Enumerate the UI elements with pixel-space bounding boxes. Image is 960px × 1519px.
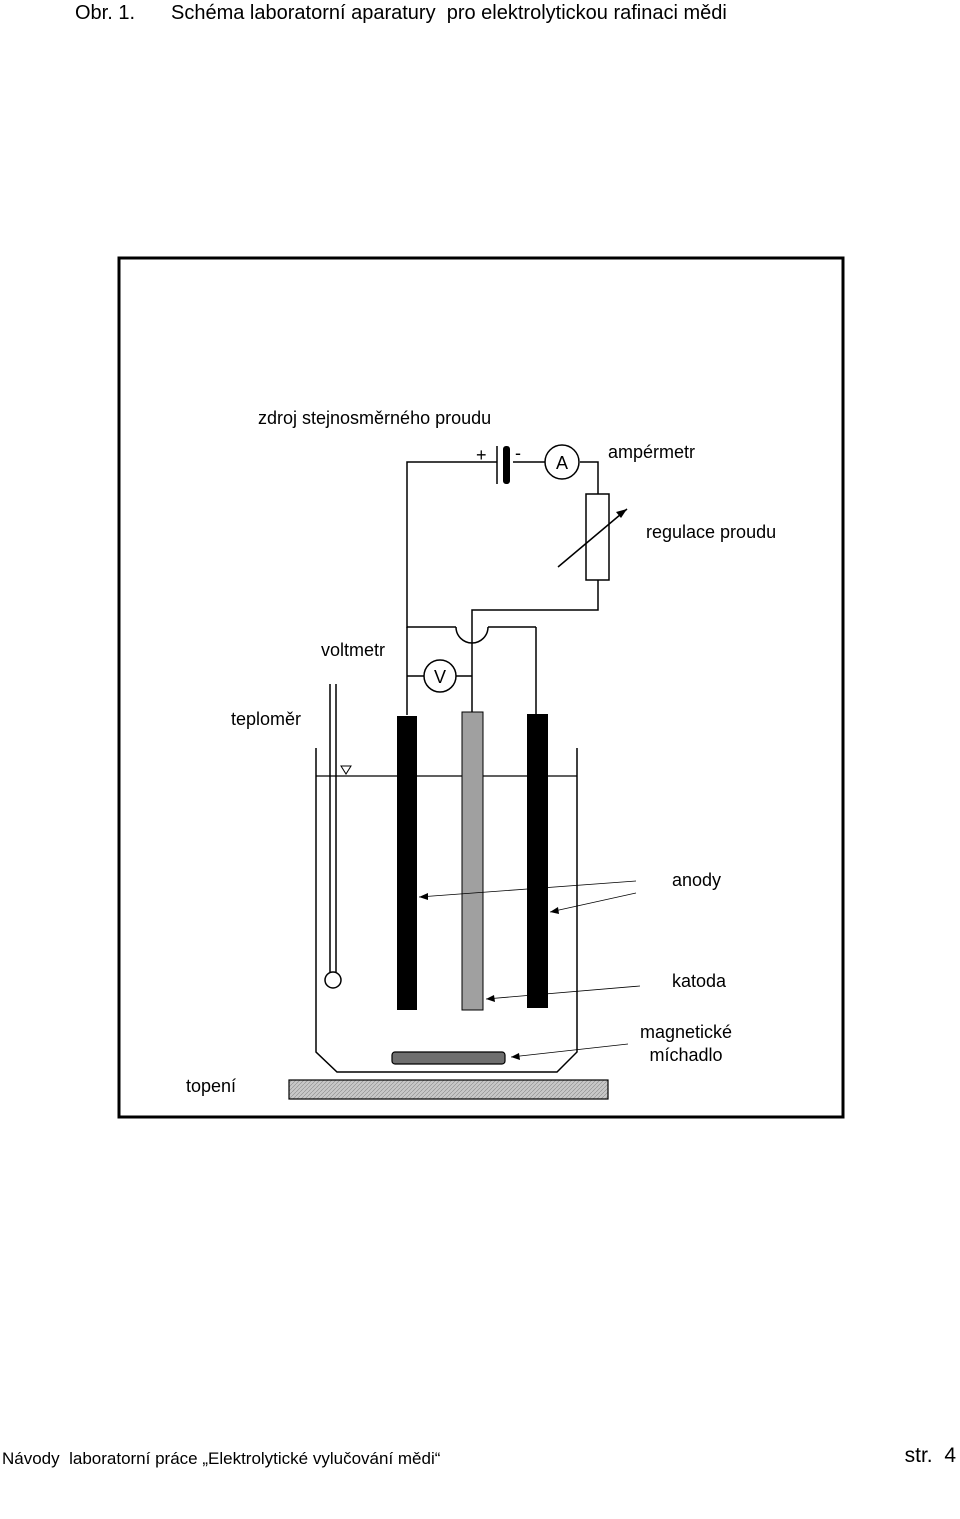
plus-sign: + xyxy=(476,445,487,465)
current-regulation-label: regulace proudu xyxy=(646,522,776,542)
diagram-frame xyxy=(117,256,845,1119)
resistor-arrow-head xyxy=(616,509,627,518)
voltmeter-symbol: V xyxy=(434,667,446,687)
heater-plate xyxy=(288,1079,609,1100)
minus-sign: - xyxy=(515,443,521,463)
page-number: str. 4 xyxy=(904,1444,956,1467)
circuit-wires xyxy=(406,461,599,715)
anodes-label: anody xyxy=(672,870,721,890)
voltmeter-icon xyxy=(423,659,457,693)
figure-title: Obr. 1. Schéma laboratorní aparatury pro … xyxy=(75,0,727,26)
resistor-icon xyxy=(585,493,610,581)
pointer-lines xyxy=(418,880,641,1058)
heating-label: topení xyxy=(186,1076,236,1096)
stirrer-label-line2: míchadlo xyxy=(649,1045,722,1065)
figure-number: Obr. 1. xyxy=(75,2,136,24)
figure-title-text: Schéma laboratorní aparatury pro elektro… xyxy=(171,2,727,24)
ammeter-symbol: A xyxy=(556,453,568,473)
liquid-level-marker xyxy=(340,765,352,775)
cathode-label: katoda xyxy=(672,971,727,991)
footer-text: Návody laboratorní práce „Elektrolytické… xyxy=(2,1449,441,1468)
voltmeter-label: voltmetr xyxy=(321,640,385,660)
power-source-label: zdroj stejnosměrného proudu xyxy=(258,408,491,428)
resistor-arrow xyxy=(557,508,628,568)
thermometer-label: teploměr xyxy=(231,709,301,729)
pointer-arrow-heads xyxy=(419,893,559,1060)
ammeter-icon xyxy=(544,444,580,480)
stirrer-label-line1: magnetické xyxy=(640,1022,732,1042)
battery-negative-plate xyxy=(503,446,510,484)
stirrer-bar xyxy=(391,1051,506,1065)
beaker xyxy=(315,748,578,1073)
cathode xyxy=(461,711,484,1011)
anode-left xyxy=(397,716,417,1010)
apparatus-diagram: zdroj stejnosměrného proudu + - A ampérm… xyxy=(117,256,845,1119)
thermometer-bulb xyxy=(324,971,342,989)
ammeter-label: ampérmetr xyxy=(608,442,695,462)
anode-right xyxy=(527,714,548,1008)
page-footer: Návody laboratorní práce „Elektrolytické… xyxy=(0,1444,960,1471)
